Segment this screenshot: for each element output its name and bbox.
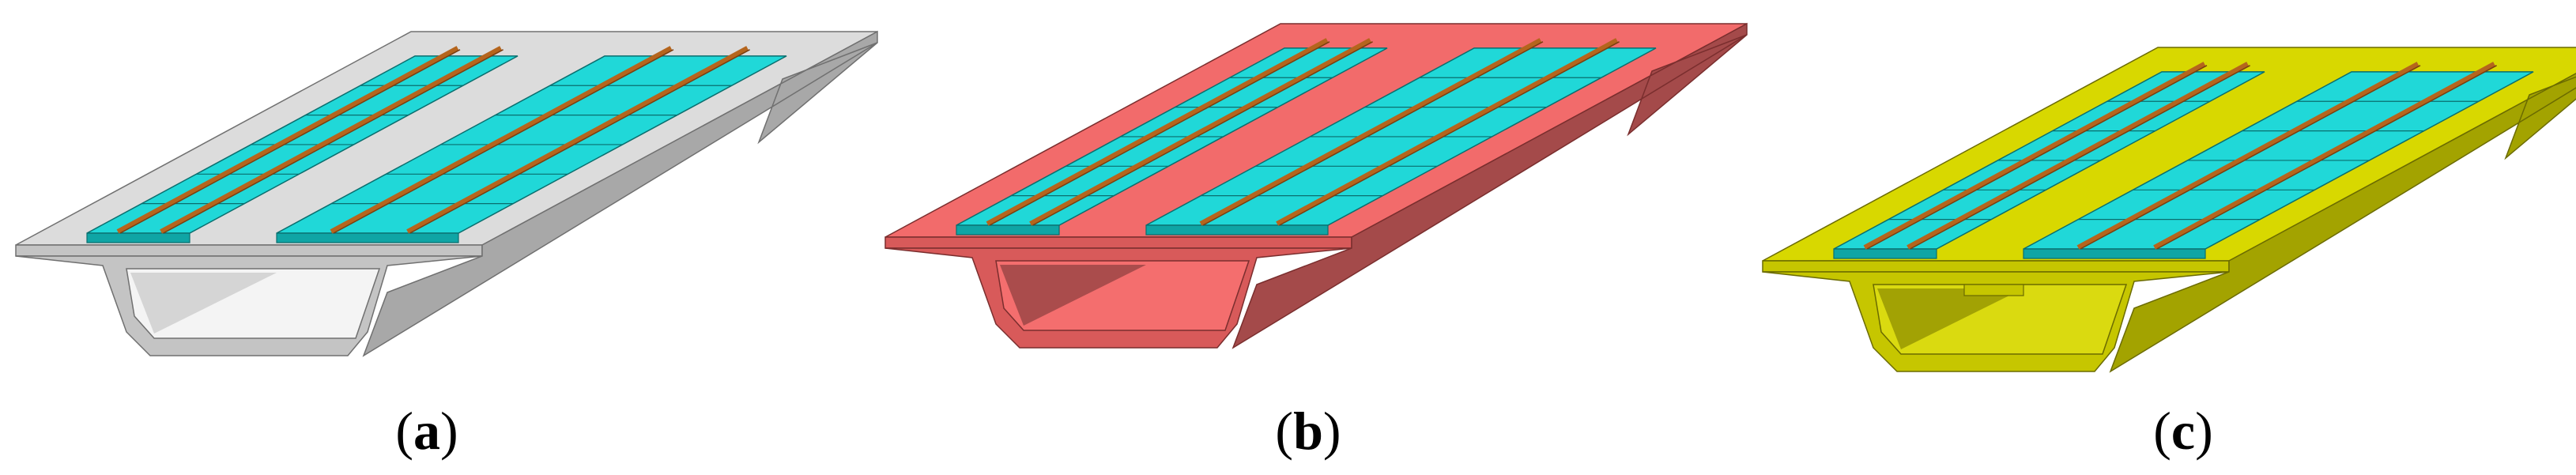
rail-edge-1-0: [333, 49, 674, 234]
rail-1-1: [406, 46, 749, 234]
rail-0-1: [160, 46, 503, 234]
panel-b-bridge: [884, 22, 1748, 349]
track-slab-side-1: [276, 232, 459, 243]
rail-edge-1-0: [1202, 41, 1544, 226]
rail-edge-0-0: [989, 41, 1330, 226]
deck-front-edge: [1762, 260, 2230, 273]
rail-edge-1-1: [1279, 41, 1620, 226]
rail-1-0: [330, 46, 673, 234]
cell-inner-shade: [1877, 288, 2023, 349]
deck-front-edge: [15, 244, 483, 257]
rail-edge-0-1: [1032, 41, 1373, 226]
rail-0-0: [986, 38, 1329, 226]
rail-edge-1-1: [2156, 65, 2497, 250]
track-slab-side-1: [1145, 224, 1329, 236]
panel-a-label: (a): [395, 401, 458, 461]
cell-inner-shade: [130, 273, 277, 334]
rail-0-0: [1863, 62, 2206, 250]
panel-b-label-close: ): [1323, 401, 1341, 461]
panel-a-label-close: ): [440, 401, 458, 461]
cell-stiffener: [1963, 284, 2024, 296]
rail-1-0: [2076, 62, 2419, 250]
rail-edge-0-1: [1910, 65, 2250, 250]
panel-a-bridge: [15, 30, 878, 357]
side-web-face: [2109, 73, 2576, 373]
side-web-face: [362, 30, 878, 357]
rail-edge-1-1: [409, 49, 750, 234]
panel-b-label-letter: b: [1293, 401, 1323, 461]
panel-b-label-open: (: [1275, 401, 1293, 461]
track-slab-side-0: [86, 232, 190, 243]
cell-inner-shade: [1000, 265, 1146, 326]
rail-1-0: [1199, 38, 1542, 226]
panel-c-label-letter: c: [2171, 401, 2195, 461]
panel-a-label-open: (: [395, 401, 413, 461]
panel-c-label-open: (: [2153, 401, 2171, 461]
rail-1-1: [1276, 38, 1619, 226]
panel-c-label: (c): [2153, 401, 2213, 461]
track-slab-side-1: [2023, 248, 2206, 259]
rail-edge-0-0: [1866, 65, 2208, 250]
rail-1-1: [2153, 62, 2496, 250]
panel-a-label-letter: a: [413, 401, 440, 461]
panel-c-bridge: [1762, 47, 2576, 373]
side-web-face: [1231, 22, 1748, 349]
rail-0-1: [1029, 38, 1372, 226]
panel-b-label: (b): [1275, 401, 1341, 461]
rail-edge-1-0: [2080, 65, 2421, 250]
rail-edge-0-0: [119, 49, 461, 234]
rail-0-0: [116, 46, 459, 234]
deck-front-edge: [884, 236, 1352, 249]
rail-edge-0-1: [163, 49, 504, 234]
track-slab-side-0: [1833, 248, 1937, 259]
panel-c-label-close: ): [2195, 401, 2213, 461]
track-slab-side-0: [956, 224, 1060, 236]
rail-0-1: [1907, 62, 2250, 250]
